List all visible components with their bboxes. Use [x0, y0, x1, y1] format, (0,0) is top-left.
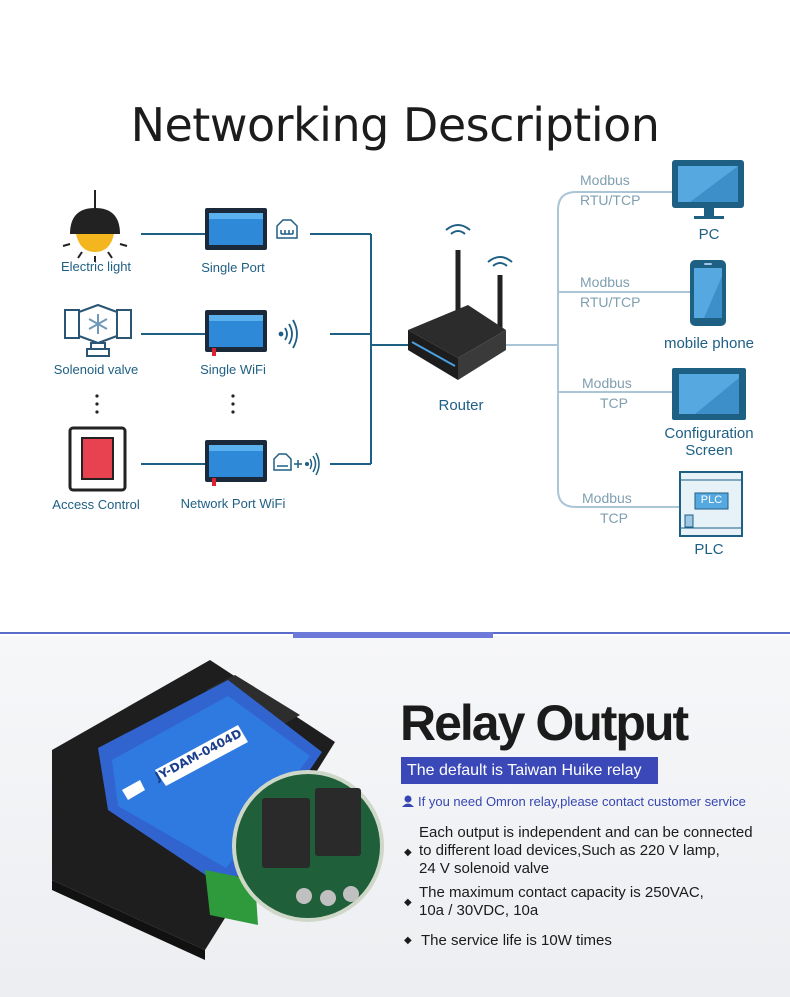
relay-product-image: JY-DAM-0404D — [52, 660, 335, 960]
solenoid-valve-icon — [64, 303, 132, 357]
label-solenoid-valve: Solenoid valve — [53, 362, 139, 377]
label-configuration-screen: Configuration Screen — [664, 425, 754, 459]
label-mobile-phone: mobile phone — [663, 335, 755, 352]
label-router: Router — [438, 397, 484, 414]
wifi-signal-icon — [278, 319, 298, 349]
diamond-bullet-icon: ◆ — [404, 897, 412, 908]
label-network-port-wifi: Network Port WiFi — [180, 496, 286, 511]
protocol-plc: Modbus TCP — [582, 490, 632, 526]
electric-light-icon — [62, 190, 128, 262]
section-divider-highlight — [293, 632, 493, 638]
mobile-phone-icon — [690, 260, 726, 326]
label-plc: PLC — [694, 541, 724, 558]
controller-network-port-wifi — [205, 440, 267, 486]
default-relay-badge: The default is Taiwan Huike relay — [401, 757, 658, 784]
protocol-phone: Modbus RTU/TCP — [580, 274, 641, 310]
router-icon — [408, 224, 513, 380]
pc-icon — [672, 160, 744, 219]
label-access-control: Access Control — [52, 497, 140, 512]
access-control-icon — [68, 426, 127, 492]
ethernet-port-icon — [276, 219, 298, 239]
page-title: Networking Description — [130, 98, 660, 152]
configuration-screen-icon — [672, 368, 746, 420]
customer-service-icon — [402, 795, 414, 807]
diamond-bullet-icon: ◆ — [404, 935, 412, 946]
label-single-wifi: Single WiFi — [200, 362, 266, 377]
plc-box-text: PLC — [700, 494, 723, 506]
protocol-screen: Modbus TCP — [582, 375, 632, 411]
connection-lines — [141, 233, 412, 465]
protocol-pc: Modbus RTU/TCP — [580, 172, 641, 208]
ellipsis-dots — [95, 394, 235, 414]
ethernet-plus-wifi-icon — [273, 452, 320, 476]
protocol-lines — [506, 191, 690, 508]
controller-single-port — [205, 208, 267, 250]
label-single-port: Single Port — [201, 260, 265, 275]
label-pc: PC — [698, 226, 720, 243]
label-electric-light: Electric light — [60, 259, 132, 274]
diamond-bullet-icon: ◆ — [404, 847, 412, 858]
plc-icon — [679, 471, 743, 537]
relay-zoom-lens — [232, 770, 384, 922]
controller-single-wifi — [205, 310, 267, 356]
omron-note: If you need Omron relay,please contact c… — [401, 794, 746, 809]
relay-output-title: Relay Output — [400, 695, 689, 751]
